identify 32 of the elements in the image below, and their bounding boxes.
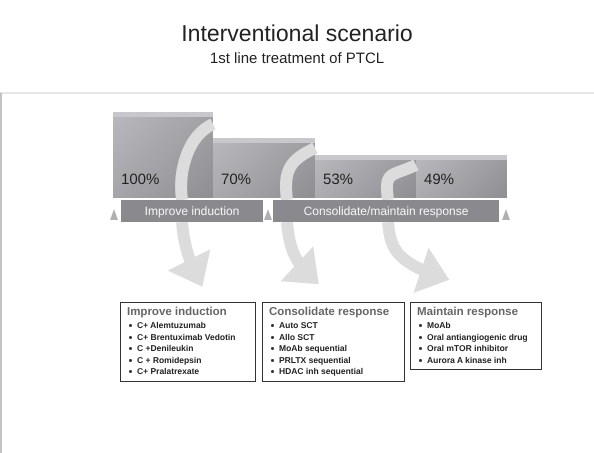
list-item: MoAb	[427, 320, 451, 332]
list-item: Oral antiangiogenic drug	[427, 332, 528, 343]
percentage-value: 70%	[221, 171, 252, 188]
list-item: PRLTX sequential	[279, 354, 351, 366]
subtitle-text: 1st line treatment of PTCL	[208, 50, 386, 67]
title-text: Interventional scenario	[180, 20, 414, 47]
list-item: HDAC inh sequential	[279, 366, 364, 378]
list-item: C +Denileukin	[137, 343, 194, 354]
curved-arrow	[382, 221, 450, 292]
treatment-list-box	[262, 302, 405, 382]
box-heading: Maintain response	[417, 306, 519, 318]
phase-band: Improve induction	[121, 200, 263, 222]
list-item: Oral mTOR inhibitor	[427, 343, 508, 354]
list-item: C + Romidepsin	[137, 354, 202, 366]
list-item: Aurora A kinase inh	[427, 354, 507, 366]
box-heading: Improve induction	[127, 306, 228, 318]
percentage-value: 53%	[323, 171, 354, 188]
treatment-list-box	[410, 302, 542, 370]
curved-arrow	[280, 221, 319, 284]
percentage-value: 49%	[424, 171, 454, 188]
list-item: MoAb sequential	[279, 343, 348, 354]
box-heading: Consolidate response	[269, 306, 390, 318]
list-item: Allo SCT	[279, 332, 314, 343]
list-item: C+ Alemtuzumab	[137, 320, 206, 332]
list-item: C+ Brentuximab Vedotin	[137, 332, 236, 343]
list-item: C+ Pralatrexate	[137, 366, 200, 378]
phase-band: Consolidate/maintain response	[273, 200, 499, 222]
treatment-list-box	[120, 302, 256, 382]
list-item: Auto SCT	[279, 320, 318, 332]
curved-arrow	[168, 221, 211, 287]
percentage-bar	[416, 155, 507, 198]
percentage-value: 100%	[121, 171, 160, 188]
